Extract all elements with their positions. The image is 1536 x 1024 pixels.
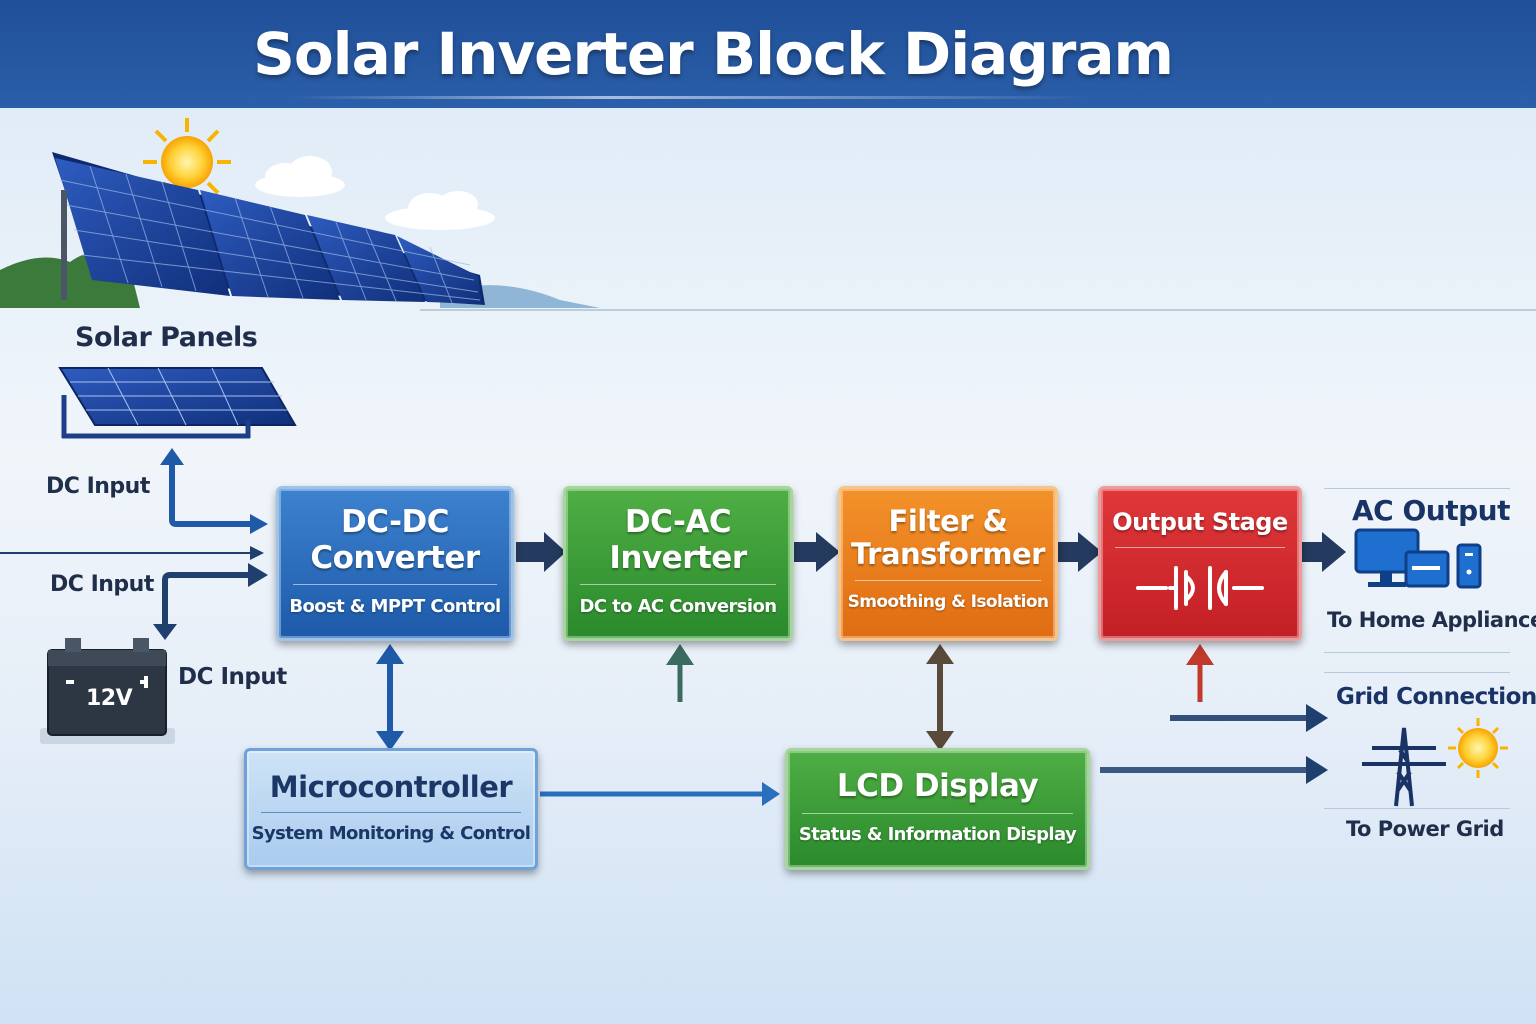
dc-input-label-battery: DC Input xyxy=(178,664,287,690)
divider xyxy=(1324,652,1510,653)
block-divider xyxy=(261,812,521,814)
block-divider xyxy=(1115,546,1285,548)
battery-voltage-label: 12V xyxy=(86,686,133,711)
page-title: Solar Inverter Block Diagram xyxy=(253,20,1174,88)
lcd-display-subtitle: Status & Information Display xyxy=(798,823,1077,845)
dc-dc-subtitle: Boost & MPPT Control xyxy=(289,596,501,618)
output-stage-title: Output Stage xyxy=(1112,508,1288,536)
block-divider xyxy=(293,584,497,586)
block-divider xyxy=(855,579,1041,581)
filter-title-line1: Filter & xyxy=(888,504,1008,538)
microcontroller-subtitle: System Monitoring & Control xyxy=(251,823,531,845)
cloud-icon xyxy=(255,156,495,230)
dc-dc-title-line1: DC-DC xyxy=(340,504,450,540)
lcd-display-block: LCD Display Status & Information Display xyxy=(785,748,1090,870)
dc-ac-title-line2: Inverter xyxy=(609,539,747,576)
output-stage-block: Output Stage xyxy=(1098,486,1302,641)
grid-connection-label: Grid Connection xyxy=(1336,684,1536,710)
circuit-symbol-icon xyxy=(1136,565,1264,610)
microcontroller-block: Microcontroller System Monitoring & Cont… xyxy=(244,748,538,870)
header-bar: Solar Inverter Block Diagram xyxy=(0,0,1536,108)
divider xyxy=(1324,672,1510,673)
ac-output-label: AC Output xyxy=(1352,494,1510,527)
block-divider xyxy=(580,584,776,586)
divider xyxy=(1324,488,1510,489)
solar-panel-icon xyxy=(58,367,297,439)
block-divider xyxy=(802,812,1073,814)
to-home-label: To Home Appliances xyxy=(1327,608,1536,632)
filter-title-line2: Transformer xyxy=(851,537,1045,572)
dc-dc-title-line2: Converter xyxy=(310,539,480,576)
solar-array-illustration xyxy=(52,152,485,305)
lcd-display-title: LCD Display xyxy=(836,768,1039,804)
title-underline xyxy=(290,96,1090,99)
battery-icon xyxy=(40,638,175,744)
filter-transformer-block: Filter & Transformer Smoothing & Isolati… xyxy=(838,486,1058,641)
dc-ac-subtitle: DC to AC Conversion xyxy=(579,596,778,618)
dc-input-label-top: DC Input xyxy=(46,474,150,499)
dc-dc-converter-block: DC-DC Converter Boost & MPPT Control xyxy=(276,486,514,641)
dc-input-label-middle: DC Input xyxy=(50,572,154,597)
microcontroller-title: Microcontroller xyxy=(269,770,513,804)
to-grid-label: To Power Grid xyxy=(1346,817,1504,841)
solar-panels-label: Solar Panels xyxy=(75,322,258,353)
filter-subtitle: Smoothing & Isolation xyxy=(847,591,1049,612)
dc-ac-title-line1: DC-AC xyxy=(624,504,732,540)
dc-ac-inverter-block: DC-AC Inverter DC to AC Conversion xyxy=(563,486,793,641)
home-appliances-icon xyxy=(1354,528,1482,589)
power-tower-icon xyxy=(1362,718,1508,807)
divider xyxy=(1324,808,1510,809)
